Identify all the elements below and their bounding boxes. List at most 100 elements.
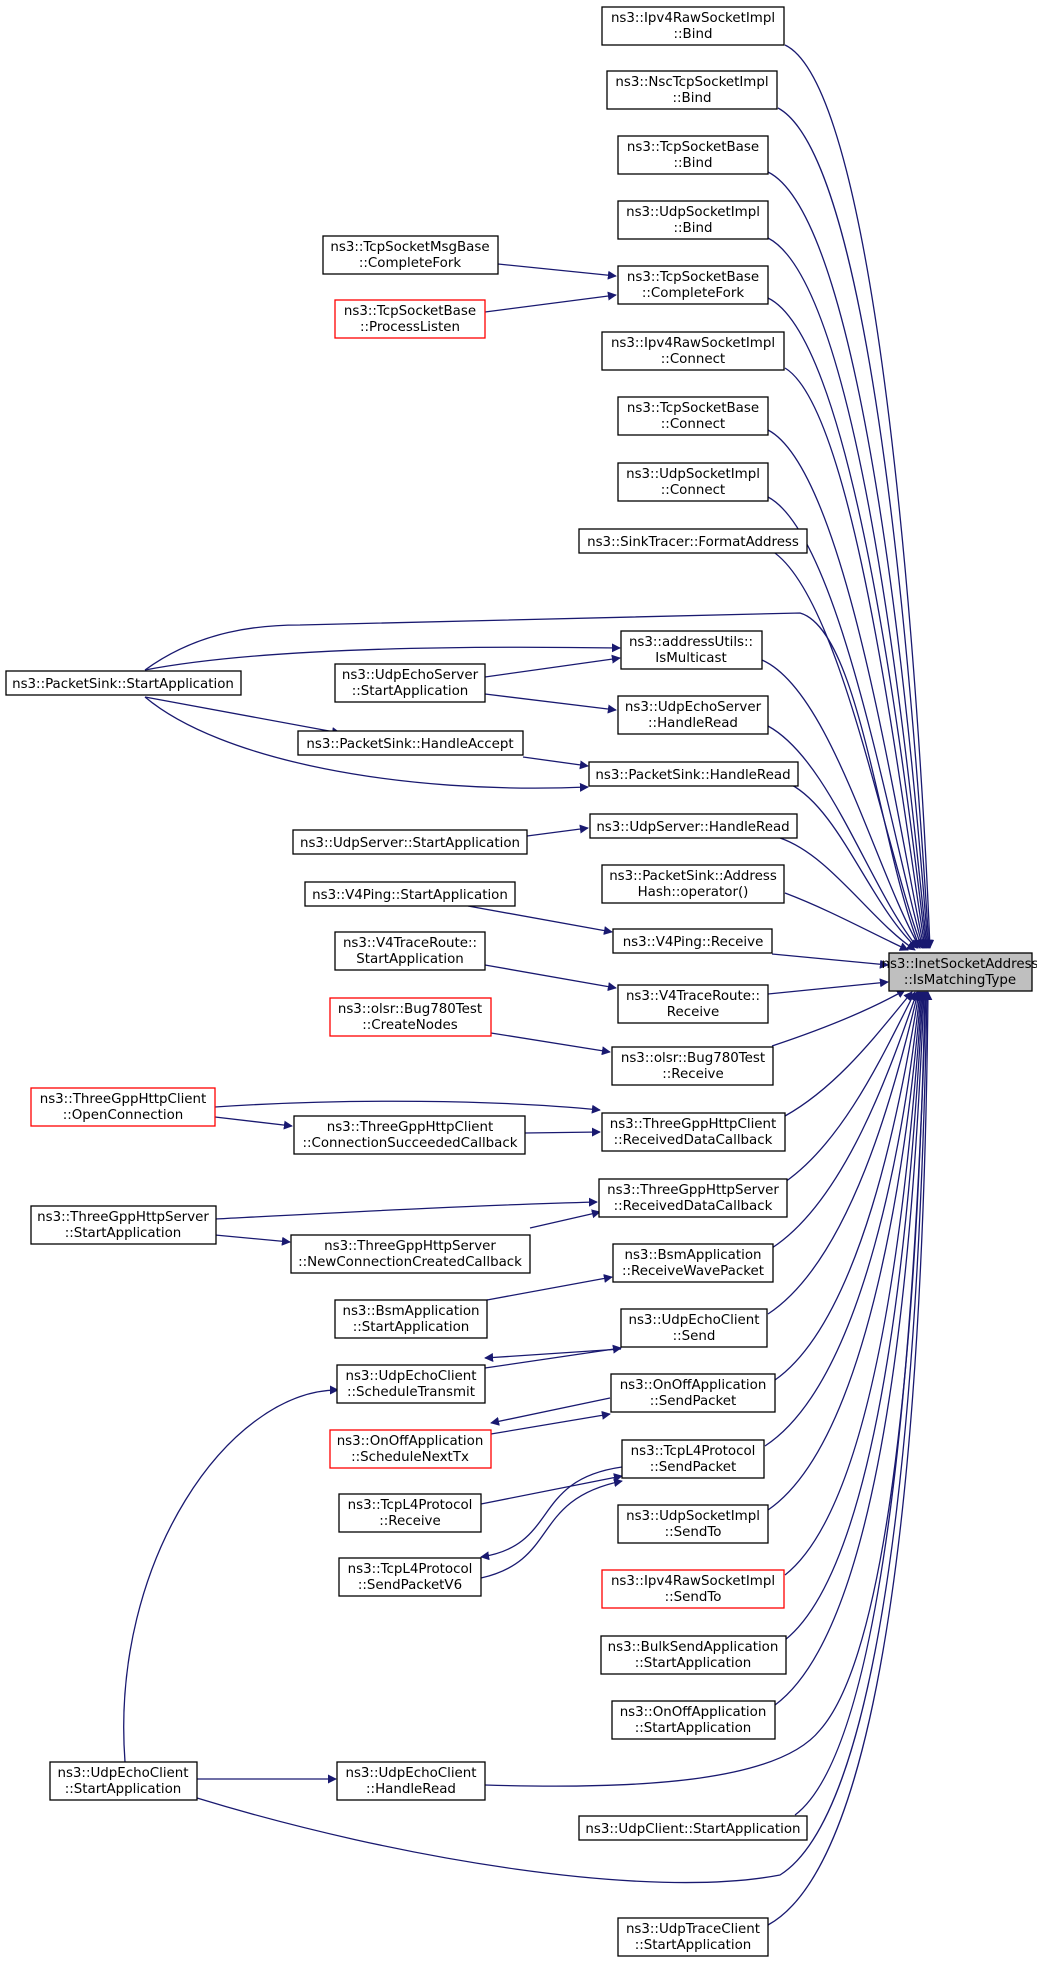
node-n8[interactable]: ns3::Ipv4RawSocketImpl::Connect bbox=[601, 331, 785, 371]
edge-n45-to-focus bbox=[774, 991, 929, 1706]
edge-n27-to-n28 bbox=[214, 1100, 601, 1114]
node-n43[interactable]: ns3::Ipv4RawSocketImpl::SendTo bbox=[601, 1569, 785, 1609]
node-n12-line1: ns3::addressUtils:: bbox=[629, 635, 753, 650]
node-n46[interactable]: ns3::UdpEchoClient::StartApplication bbox=[49, 1761, 198, 1801]
edge-n22-to-focus bbox=[771, 953, 889, 969]
edge-n27-to-n29 bbox=[214, 1116, 293, 1130]
node-n5[interactable]: ns3::TcpSocketBase::CompleteFork bbox=[617, 265, 769, 305]
edge-n44-to-focus bbox=[784, 991, 928, 1641]
edge-n31-to-n30 bbox=[214, 1197, 598, 1220]
node-n2[interactable]: ns3::NscTcpSocketImpl::Bind bbox=[606, 70, 778, 110]
node-n23-line2: StartApplication bbox=[356, 952, 464, 967]
node-n25[interactable]: ns3::olsr::Bug780Test::CreateNodes bbox=[329, 997, 492, 1037]
node-n45[interactable]: ns3::OnOffApplication::StartApplication bbox=[611, 1700, 776, 1740]
node-n44[interactable]: ns3::BulkSendApplication::StartApplicati… bbox=[600, 1635, 787, 1675]
node-n38[interactable]: ns3::OnOffApplication::ScheduleNextTx bbox=[329, 1429, 492, 1469]
node-focus-line1: ns3::InetSocketAddress bbox=[881, 957, 1037, 972]
edge-n3-to-focus bbox=[767, 171, 932, 949]
node-n26-line2: ::Receive bbox=[662, 1067, 723, 1082]
node-n48-line1: ns3::UdpClient::StartApplication bbox=[585, 1822, 800, 1837]
node-n38-line1: ns3::OnOffApplication bbox=[337, 1434, 484, 1449]
node-n6[interactable]: ns3::TcpSocketMsgBase::CompleteFork bbox=[322, 235, 499, 275]
node-n12[interactable]: ns3::addressUtils::IsMulticast bbox=[620, 630, 763, 670]
edge-n49-to-focus bbox=[767, 991, 933, 1926]
node-focus-line2: ::IsMatchingType bbox=[904, 973, 1016, 988]
node-focus[interactable]: ns3::InetSocketAddress::IsMatchingType bbox=[881, 952, 1037, 992]
edge-n20-to-focus bbox=[784, 892, 909, 951]
node-n15-line1: ns3::UdpEchoServer bbox=[625, 700, 762, 715]
node-n18[interactable]: ns3::UdpServer::HandleRead bbox=[589, 813, 798, 839]
node-n1[interactable]: ns3::Ipv4RawSocketImpl::Bind bbox=[601, 6, 785, 46]
node-n16[interactable]: ns3::PacketSink::HandleAccept bbox=[297, 730, 524, 756]
node-n38-line2: ::ScheduleNextTx bbox=[351, 1450, 469, 1465]
node-n47[interactable]: ns3::UdpEchoClient::HandleRead bbox=[336, 1761, 486, 1801]
node-n43-line2: ::SendTo bbox=[665, 1590, 722, 1605]
node-n43-line1: ns3::Ipv4RawSocketImpl bbox=[611, 1574, 775, 1589]
node-n24[interactable]: ns3::V4TraceRoute::Receive bbox=[617, 984, 769, 1024]
node-n3[interactable]: ns3::TcpSocketBase::Bind bbox=[617, 135, 769, 175]
node-n11[interactable]: ns3::SinkTracer::FormatAddress bbox=[578, 528, 808, 554]
node-n36[interactable]: ns3::UdpEchoClient::ScheduleTransmit bbox=[336, 1364, 486, 1404]
node-n23[interactable]: ns3::V4TraceRoute::StartApplication bbox=[334, 931, 486, 971]
node-n35[interactable]: ns3::UdpEchoClient::Send bbox=[620, 1308, 768, 1348]
node-n31[interactable]: ns3::ThreeGppHttpServer::StartApplicatio… bbox=[30, 1205, 217, 1245]
edge-n13-to-n12 bbox=[144, 643, 621, 671]
node-n39[interactable]: ns3::TcpL4Protocol::SendPacket bbox=[621, 1439, 765, 1479]
node-n28-line1: ns3::ThreeGppHttpClient bbox=[610, 1117, 777, 1132]
node-n10[interactable]: ns3::UdpSocketImpl::Connect bbox=[617, 462, 769, 502]
edge-n8-to-focus bbox=[784, 367, 929, 949]
node-n27-line1: ns3::ThreeGppHttpClient bbox=[40, 1092, 207, 1107]
node-n13[interactable]: ns3::PacketSink::StartApplication bbox=[5, 670, 242, 696]
node-n2-line1: ns3::NscTcpSocketImpl bbox=[615, 75, 768, 90]
node-n11-line1: ns3::SinkTracer::FormatAddress bbox=[587, 535, 799, 550]
node-n15-line2: ::HandleRead bbox=[648, 716, 738, 731]
edge-n42-to-focus bbox=[767, 991, 925, 1511]
node-n45-line1: ns3::OnOffApplication bbox=[620, 1705, 767, 1720]
node-n33[interactable]: ns3::BsmApplication::ReceiveWavePacket bbox=[612, 1243, 774, 1283]
node-n44-line1: ns3::BulkSendApplication bbox=[608, 1640, 779, 1655]
node-n30[interactable]: ns3::ThreeGppHttpServer::ReceivedDataCal… bbox=[598, 1178, 788, 1218]
node-n7[interactable]: ns3::TcpSocketBase::ProcessListen bbox=[334, 299, 486, 339]
node-n40-line2: ::Receive bbox=[379, 1514, 440, 1529]
node-n35-line1: ns3::UdpEchoClient bbox=[628, 1313, 759, 1328]
node-n22[interactable]: ns3::V4Ping::Receive bbox=[612, 928, 773, 954]
node-n15[interactable]: ns3::UdpEchoServer::HandleRead bbox=[617, 695, 769, 735]
edge-n5-to-focus bbox=[767, 297, 930, 949]
node-n28-line2: ::ReceivedDataCallback bbox=[614, 1133, 773, 1148]
node-n14[interactable]: ns3::UdpEchoServer::StartApplication bbox=[334, 663, 486, 703]
node-n33-line2: ::ReceiveWavePacket bbox=[622, 1264, 764, 1279]
node-n21[interactable]: ns3::V4Ping::StartApplication bbox=[304, 881, 516, 907]
node-n49-line1: ns3::UdpTraceClient bbox=[626, 1922, 760, 1937]
edge-n25-to-n26 bbox=[490, 1032, 611, 1056]
node-n19[interactable]: ns3::UdpServer::StartApplication bbox=[292, 829, 528, 855]
edge-n30-to-focus bbox=[784, 991, 916, 1183]
node-n28[interactable]: ns3::ThreeGppHttpClient::ReceivedDataCal… bbox=[601, 1112, 786, 1152]
node-n42[interactable]: ns3::UdpSocketImpl::SendTo bbox=[617, 1504, 769, 1544]
edge-n21-to-n22 bbox=[467, 905, 613, 935]
node-n12-line2: IsMulticast bbox=[655, 651, 726, 666]
node-n34[interactable]: ns3::BsmApplication::StartApplication bbox=[334, 1299, 488, 1339]
node-n41[interactable]: ns3::TcpL4Protocol::SendPacketV6 bbox=[338, 1557, 482, 1597]
edge-n32-to-n30 bbox=[529, 1209, 601, 1229]
edge-n24-to-focus bbox=[767, 978, 889, 995]
node-n48[interactable]: ns3::UdpClient::StartApplication bbox=[578, 1815, 808, 1841]
edge-n48-to-focus bbox=[794, 991, 931, 1816]
node-n37[interactable]: ns3::OnOffApplication::SendPacket bbox=[610, 1373, 776, 1413]
node-n27[interactable]: ns3::ThreeGppHttpClient::OpenConnection bbox=[30, 1087, 216, 1127]
node-n4[interactable]: ns3::UdpSocketImpl::Bind bbox=[617, 200, 769, 240]
nodes: ns3::InetSocketAddress::IsMatchingType n… bbox=[5, 6, 1037, 1957]
edge-n13-to-n16 bbox=[144, 696, 341, 736]
node-n9[interactable]: ns3::TcpSocketBase::Connect bbox=[617, 396, 769, 436]
node-n9-line1: ns3::TcpSocketBase bbox=[627, 401, 759, 416]
edge-n4-to-focus bbox=[767, 237, 931, 949]
node-n47-line2: ::HandleRead bbox=[366, 1782, 456, 1797]
node-n49[interactable]: ns3::UdpTraceClient::StartApplication bbox=[617, 1917, 769, 1957]
node-n17[interactable]: ns3::PacketSink::HandleRead bbox=[588, 761, 799, 787]
node-n26[interactable]: ns3::olsr::Bug780Test::Receive bbox=[611, 1046, 774, 1086]
node-n40[interactable]: ns3::TcpL4Protocol::Receive bbox=[338, 1493, 482, 1533]
edge-n17-to-focus bbox=[789, 783, 918, 949]
node-n32[interactable]: ns3::ThreeGppHttpServer::NewConnectionCr… bbox=[290, 1234, 531, 1274]
node-n29[interactable]: ns3::ThreeGppHttpClient::ConnectionSucce… bbox=[293, 1115, 526, 1155]
